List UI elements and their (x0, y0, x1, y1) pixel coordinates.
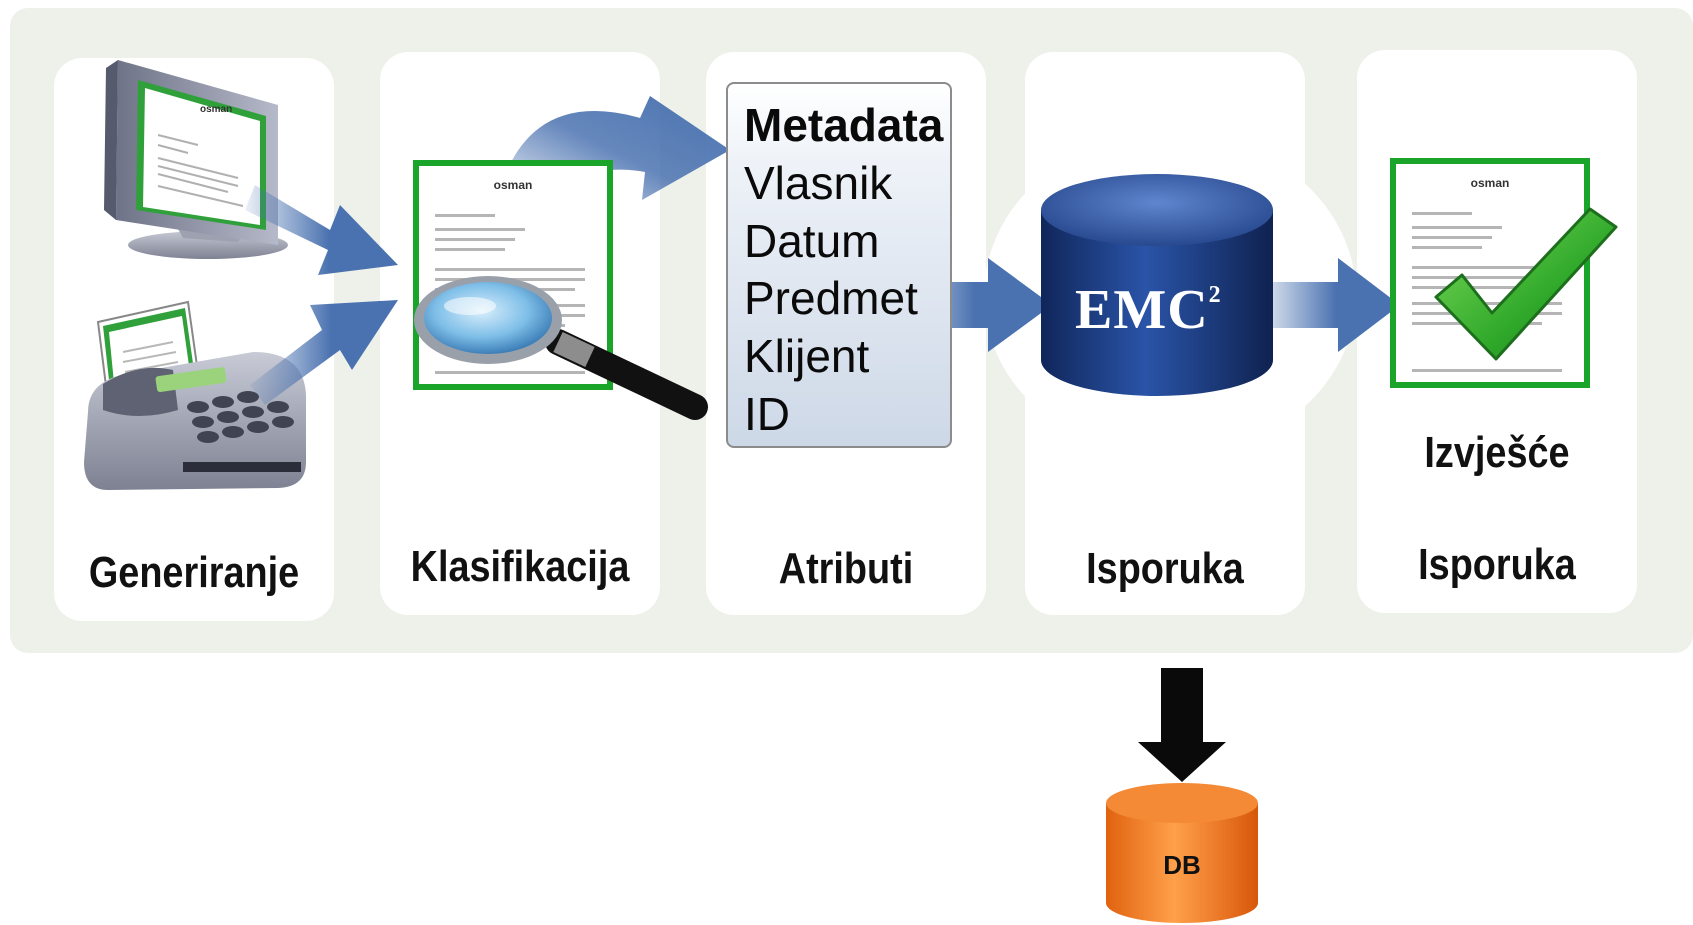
metadata-field-id: ID (744, 388, 790, 440)
arrow-storage-to-report (1258, 258, 1400, 352)
stage-sublabel-report: Izvješće (1424, 428, 1570, 477)
emc-brand: EMC (1075, 279, 1209, 341)
metadata-panel: Metadata Vlasnik Datum Predmet Klijent I… (726, 82, 952, 448)
document-logo: osman (493, 178, 533, 192)
fax-machine-icon (84, 300, 307, 490)
metadata-field-owner: Vlasnik (744, 157, 893, 209)
arrow-metadata-to-storage (880, 258, 1052, 352)
arrow-storage-to-db (1138, 668, 1226, 782)
emc-superscript: 2 (1208, 282, 1222, 308)
stage-label-deliver-report: Isporuka (1418, 540, 1576, 589)
metadata-title: Metadata (744, 99, 944, 151)
report-document-logo: osman (1470, 176, 1510, 190)
computer-monitor-icon: osman (104, 60, 288, 259)
metadata-field-date: Datum (744, 215, 880, 267)
database-label: DB (1163, 850, 1201, 880)
emc-storage-icon (1041, 174, 1273, 396)
emc-logo-text: EMC2 (1075, 278, 1222, 342)
metadata-field-client: Klijent (744, 330, 870, 382)
metadata-field-subject: Predmet (744, 272, 918, 324)
arrow-monitor-to-classify (245, 185, 398, 275)
checkmark-icon (1434, 207, 1618, 361)
stage-label-generate: Generiranje (88, 548, 300, 597)
svg-text:osman: osman (200, 104, 232, 115)
stage-label-classify: Klasifikacija (410, 542, 630, 591)
database-icon (1106, 783, 1258, 923)
stage-label-attributes: Atributi (778, 544, 914, 593)
arrow-fax-to-classify (250, 300, 398, 405)
magnifier-icon (414, 276, 708, 420)
stage-label-deliver-storage: Isporuka (1086, 544, 1244, 593)
